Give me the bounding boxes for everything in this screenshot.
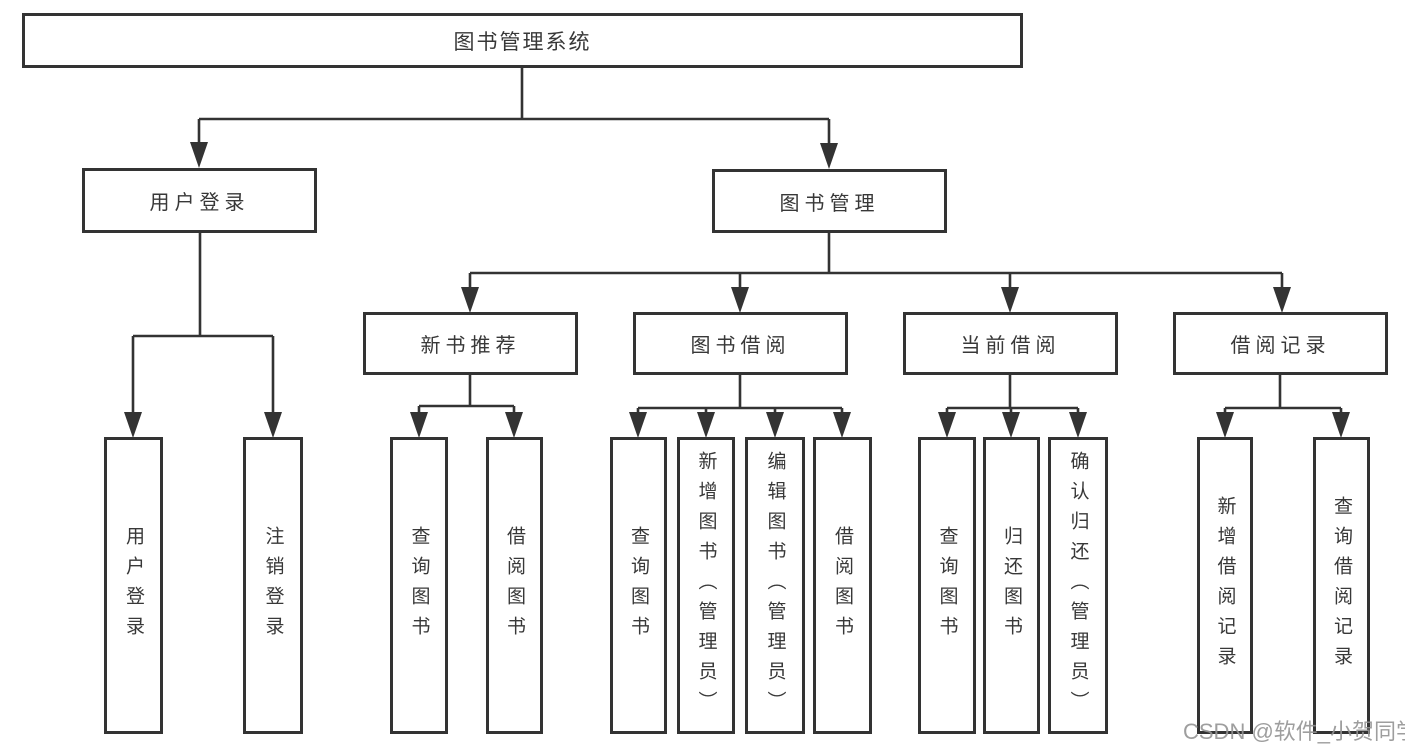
arrowhead-book-mgmt xyxy=(820,143,838,169)
arrowhead-leaf-add-book xyxy=(697,412,715,438)
connector-book-mgmt-to-level3 xyxy=(468,232,1284,291)
leaf-borrow-books: 借阅图书 xyxy=(813,437,872,734)
arrowhead-borrow-records xyxy=(1273,287,1291,313)
node-borrowing-records: 借阅记录 xyxy=(1173,312,1388,375)
arrowhead-leaf-borrow-book-1 xyxy=(505,412,523,438)
arrowhead-leaf-query-record xyxy=(1332,412,1350,438)
arrowhead-leaf-user-login xyxy=(124,412,142,438)
arrowhead-new-book-rec xyxy=(461,287,479,313)
connector-new-book-rec-to-leaves xyxy=(417,375,516,417)
node-root-library-management-system: 图书管理系统 xyxy=(22,13,1023,68)
node-book-borrowing: 图书借阅 xyxy=(633,312,848,375)
arrowhead-leaf-add-record xyxy=(1216,412,1234,438)
leaf-query-books-recommendation: 查询图书 xyxy=(390,437,448,734)
node-new-book-recommendation: 新书推荐 xyxy=(363,312,578,375)
arrowhead-leaf-return-book xyxy=(1002,412,1020,438)
leaf-edit-book-admin: 编辑图书（管理员） xyxy=(745,437,805,734)
leaf-query-books-current: 查询图书 xyxy=(918,437,976,734)
leaf-query-books-borrowing: 查询图书 xyxy=(610,437,667,734)
arrowhead-leaf-logout xyxy=(264,412,282,438)
arrowhead-user-login xyxy=(190,142,208,168)
arrowhead-leaf-edit-book xyxy=(766,412,784,438)
node-user-login: 用户登录 xyxy=(82,168,317,233)
arrowhead-leaf-query-book-1 xyxy=(410,412,428,438)
arrowhead-leaf-query-book-2 xyxy=(629,412,647,438)
arrowhead-leaf-confirm-return xyxy=(1069,412,1087,438)
arrowhead-book-borrow xyxy=(731,287,749,313)
leaf-logout: 注销登录 xyxy=(243,437,303,734)
connector-book-borrow-to-leaves xyxy=(636,375,844,417)
leaf-borrow-books-recommendation: 借阅图书 xyxy=(486,437,543,734)
csdn-watermark: CSDN @软件_小贺同学 xyxy=(1183,719,1405,744)
leaf-query-borrow-record: 查询借阅记录 xyxy=(1313,437,1370,734)
arrowhead-leaf-query-book-3 xyxy=(938,412,956,438)
leaf-add-book-admin: 新增图书（管理员） xyxy=(677,437,735,734)
leaf-confirm-return-admin: 确认归还（管理员） xyxy=(1048,437,1108,734)
leaf-user-login: 用户登录 xyxy=(104,437,163,734)
connector-borrow-records-to-leaves xyxy=(1223,375,1343,417)
leaf-add-borrow-record: 新增借阅记录 xyxy=(1197,437,1253,734)
node-book-management: 图书管理 xyxy=(712,169,947,233)
arrowhead-leaf-borrow-book-2 xyxy=(833,412,851,438)
node-current-borrowing: 当前借阅 xyxy=(903,312,1118,375)
arrowhead-current-borrow xyxy=(1001,287,1019,313)
leaf-return-book: 归还图书 xyxy=(983,437,1040,734)
connector-current-borrow-to-leaves xyxy=(945,375,1080,417)
connector-root-to-level2 xyxy=(197,66,831,148)
connector-user-login-to-leaves xyxy=(131,232,275,417)
